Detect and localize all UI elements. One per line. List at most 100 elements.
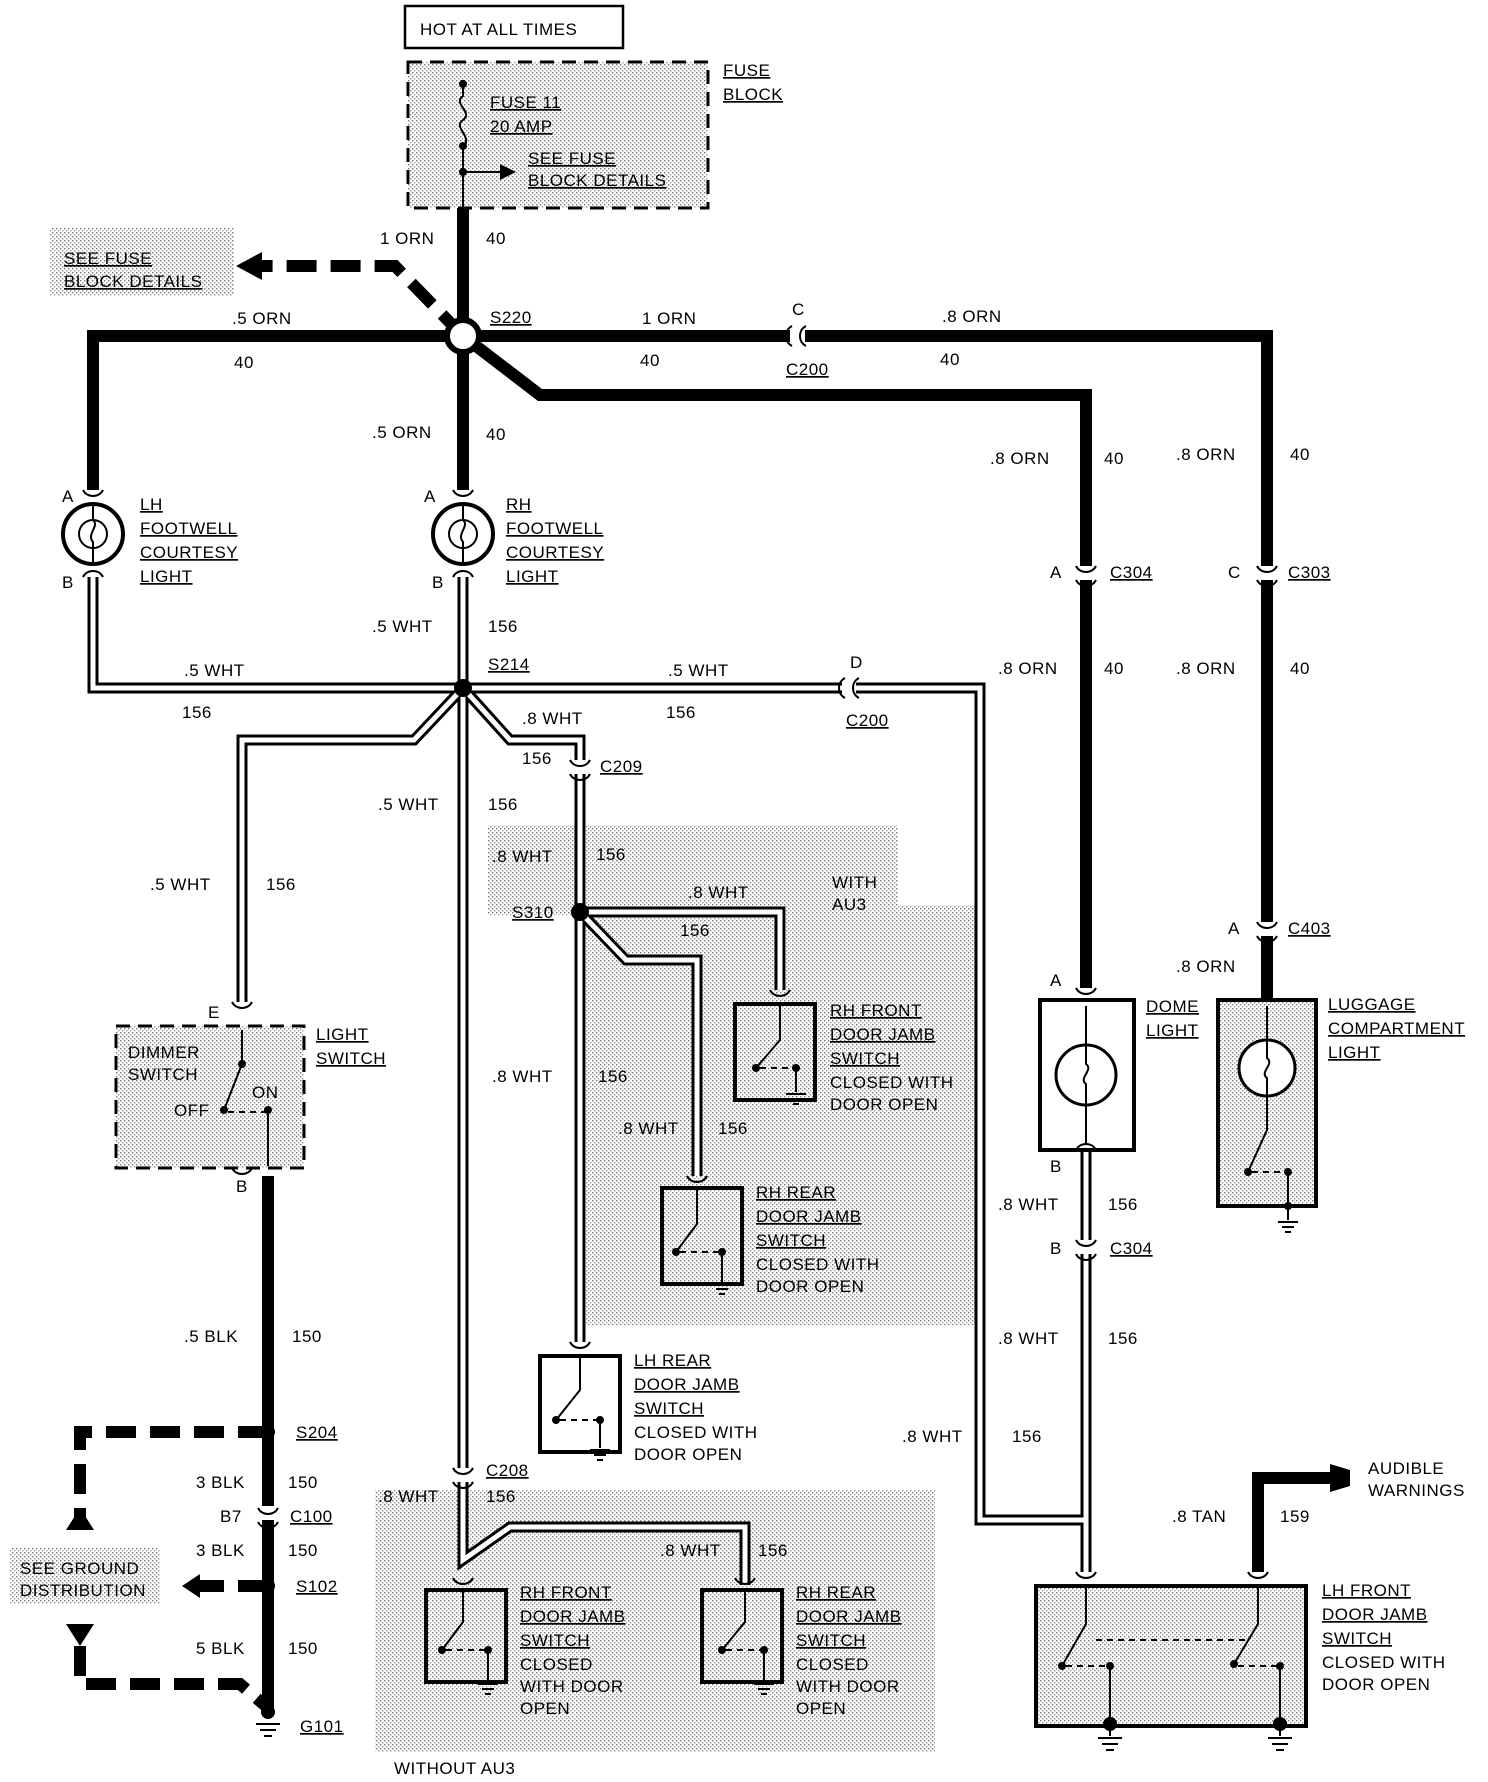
rh-rear-no-l6: OPEN bbox=[796, 1699, 846, 1718]
rh-footwell-l2: FOOTWELL bbox=[506, 519, 604, 538]
wht-05-rh-footwell: .5 WHT bbox=[372, 617, 433, 636]
audible-l1: AUDIBLE bbox=[1368, 1459, 1444, 1478]
blk-3-label-a: 3 BLK bbox=[196, 1473, 245, 1492]
c200-label-d: C200 bbox=[846, 711, 889, 730]
lh-rear-l4: CLOSED WITH bbox=[634, 1423, 758, 1442]
lh-rear-l1: LH REAR bbox=[634, 1351, 711, 1370]
c304-pin-b: B bbox=[1050, 1239, 1062, 1258]
ground-g101-icon bbox=[256, 1723, 280, 1737]
arrow-down-icon bbox=[66, 1624, 94, 1646]
blk-3-label-b: 3 BLK bbox=[196, 1541, 245, 1560]
switch-icon bbox=[1061, 1586, 1087, 1667]
rh-front-au3-l1: RH FRONT bbox=[830, 1001, 922, 1020]
light-switch-label-1: LIGHT bbox=[316, 1025, 369, 1044]
wire-08-orn-c303-label: .8 ORN bbox=[1176, 445, 1236, 464]
tan-08-label: .8 TAN bbox=[1172, 1507, 1226, 1526]
with-au3-region bbox=[488, 825, 898, 915]
c304-label-top: C304 bbox=[1110, 563, 1153, 582]
s214-splice bbox=[454, 679, 472, 697]
wht-wires-fill bbox=[90, 577, 1089, 1585]
s204-label: S204 bbox=[296, 1423, 338, 1442]
blk-05-label: .5 BLK bbox=[184, 1327, 238, 1346]
c303-connector bbox=[1256, 565, 1278, 587]
circuit-40-c303: 40 bbox=[1290, 445, 1310, 464]
circuit-156-c304b: 156 bbox=[1108, 1329, 1138, 1348]
rh-rear-au3-l3: SWITCH bbox=[756, 1231, 826, 1250]
ground-dashed-1 bbox=[74, 1426, 268, 1518]
lh-footwell-pin-b: B bbox=[62, 573, 74, 592]
s102-label: S102 bbox=[296, 1577, 338, 1596]
arrow-left-icon bbox=[236, 252, 262, 280]
dimmer-switch-label-2: SWITCH bbox=[128, 1065, 198, 1084]
lh-rear-l3: SWITCH bbox=[634, 1399, 704, 1418]
circuit-156-center: 156 bbox=[488, 795, 518, 814]
wire-1-orn-right-label: 1 ORN bbox=[642, 309, 696, 328]
hot-at-all-times-label: HOT AT ALL TIMES bbox=[420, 20, 577, 39]
wht-08-lhrear-label: .8 WHT bbox=[492, 1067, 553, 1086]
wht-08-dome-label: .8 WHT bbox=[998, 1195, 1059, 1214]
ground-icon bbox=[1098, 1730, 1122, 1751]
wire-1-orn-label: 1 ORN bbox=[380, 229, 434, 248]
lh-footwell-l3: COURTESY bbox=[140, 543, 238, 562]
c200-pin-c: C bbox=[792, 300, 805, 319]
c403-label: C403 bbox=[1288, 919, 1331, 938]
fuse-block bbox=[406, 60, 710, 210]
circuit-40-c304: 40 bbox=[1104, 449, 1124, 468]
with-au3-note-2: AU3 bbox=[832, 895, 867, 914]
lh-footwell-l4: LIGHT bbox=[140, 567, 193, 586]
c200-pin-d: D bbox=[850, 653, 863, 672]
wire-08-orn-c304-label: .8 ORN bbox=[990, 449, 1050, 468]
circuit-150-c: 150 bbox=[288, 1541, 318, 1560]
s220-label: S220 bbox=[490, 308, 532, 327]
circuit-156-right: 156 bbox=[666, 703, 696, 722]
light-switch-pin-e: E bbox=[208, 1003, 220, 1022]
arrow-up-icon bbox=[66, 1508, 94, 1530]
fuse-amp-label: 20 AMP bbox=[490, 117, 553, 136]
dome-l2: LIGHT bbox=[1146, 1021, 1199, 1040]
wire-08-orn-lug-label: .8 ORN bbox=[1176, 659, 1236, 678]
s220-splice bbox=[444, 317, 482, 355]
c100-connector bbox=[257, 1507, 279, 1529]
circuit-156-lhrear: 156 bbox=[598, 1067, 628, 1086]
c304-connector-b bbox=[1075, 1239, 1097, 1261]
hot-at-all-times-box bbox=[403, 4, 625, 50]
circuit-159-label: 159 bbox=[1280, 1507, 1310, 1526]
rh-footwell-pin-a: A bbox=[424, 487, 436, 506]
c200-connector-top bbox=[785, 325, 807, 347]
lh-front-l1: LH FRONT bbox=[1322, 1581, 1411, 1600]
circuit-150-a: 150 bbox=[292, 1327, 322, 1346]
wht-08-c304b-label: .8 WHT bbox=[998, 1329, 1059, 1348]
wht-08-rhfront-label: .8 WHT bbox=[688, 883, 749, 902]
see-ground-2: DISTRIBUTION bbox=[20, 1581, 146, 1600]
c303-pin-c: C bbox=[1228, 563, 1241, 582]
lh-footwell-l2: FOOTWELL bbox=[140, 519, 238, 538]
switch-icon bbox=[555, 1356, 581, 1421]
circuit-40-label: 40 bbox=[486, 229, 506, 248]
rh-rear-no-l5: WITH DOOR bbox=[796, 1677, 900, 1696]
dimmer-off-label: OFF bbox=[174, 1101, 210, 1120]
c403-connector bbox=[1256, 921, 1278, 943]
rh-front-jamb-switch-au3 bbox=[733, 1002, 817, 1102]
rh-front-au3-l3: SWITCH bbox=[830, 1049, 900, 1068]
audible-warnings-icon bbox=[1330, 1464, 1350, 1492]
circuit-40-lug: 40 bbox=[1290, 659, 1310, 678]
without-au3-note: WITHOUT AU3 bbox=[394, 1759, 515, 1778]
circuit-40-right: 40 bbox=[640, 351, 660, 370]
lh-footwell-light bbox=[61, 489, 125, 578]
rh-footwell-l3: COURTESY bbox=[506, 543, 604, 562]
arrow-right-icon bbox=[500, 164, 516, 180]
c100-label: C100 bbox=[290, 1507, 333, 1526]
rh-front-jamb-switch-no-au3 bbox=[424, 1588, 508, 1684]
wht-05-center-label: .5 WHT bbox=[378, 795, 439, 814]
circuit-156-c209: 156 bbox=[522, 749, 552, 768]
wht-08-lhfront-label: .8 WHT bbox=[902, 1427, 963, 1446]
rh-rear-no-l1: RH REAR bbox=[796, 1583, 876, 1602]
ground-dashed-3 bbox=[74, 1646, 272, 1713]
wht-08-c208-label: .8 WHT bbox=[378, 1487, 439, 1506]
dimmer-on-label: ON bbox=[252, 1083, 279, 1102]
c304-label-b: C304 bbox=[1110, 1239, 1153, 1258]
arrow-left-icon-2 bbox=[182, 1574, 200, 1598]
rh-front-no-l4: CLOSED bbox=[520, 1655, 593, 1674]
rh-footwell-pin-b: B bbox=[432, 573, 444, 592]
